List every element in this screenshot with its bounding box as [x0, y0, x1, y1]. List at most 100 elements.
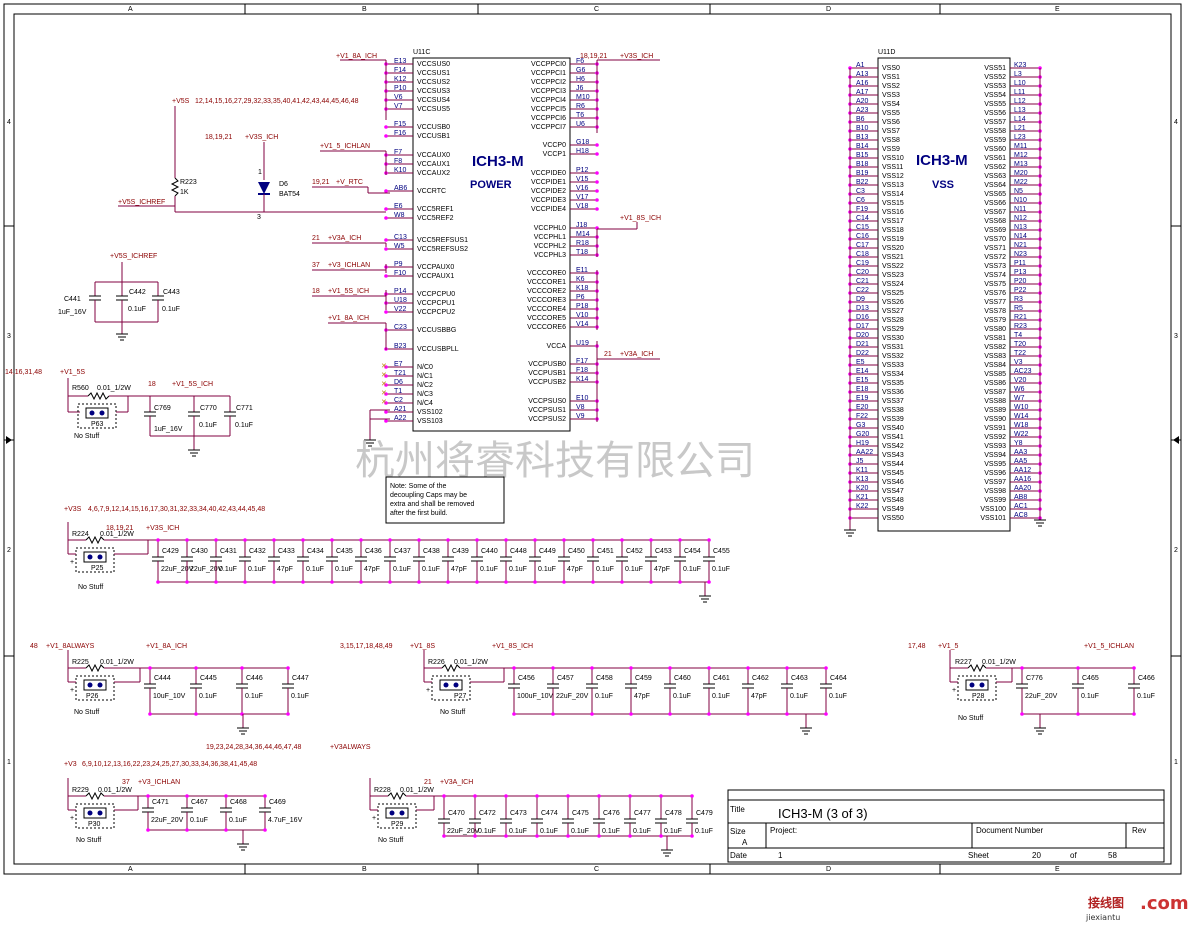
junction-dot [629, 712, 633, 716]
pin-number: E7 [394, 361, 403, 368]
pin-number: M13 [1014, 161, 1028, 168]
pin-name: VSS15 [882, 200, 904, 207]
zone-col-top: D [826, 6, 831, 13]
cap-value: 22uF_20V [161, 566, 194, 573]
pin-number: P13 [1014, 269, 1027, 276]
junction-dot [214, 580, 218, 584]
jumper-outline [75, 547, 115, 573]
r224-ref: R224 [72, 531, 89, 538]
cap-ref: C446 [246, 675, 263, 682]
cap-ref: C429 [162, 548, 179, 555]
zone-col-bottom: C [594, 866, 599, 873]
pin-name: VSS13 [882, 182, 904, 189]
net-v18a-ich2: +V1_8A_ICH [328, 315, 369, 322]
pin-name: N/C0 [417, 364, 433, 371]
pin-number: E6 [394, 203, 403, 210]
p29-nostuff: No Stuff [378, 837, 403, 844]
cap-ref: C454 [684, 548, 701, 555]
c441-ref: C441 [64, 296, 81, 303]
pin-name: VCCPCPU0 [417, 291, 455, 298]
pin-number: P20 [1014, 278, 1027, 285]
pin-name: VSS35 [882, 380, 904, 387]
pin-number: C15 [856, 224, 869, 231]
d6-value: BAT54 [279, 191, 300, 198]
pin-name: VSS50 [882, 515, 904, 522]
junction-dot [148, 712, 152, 716]
cap-ref: C434 [307, 548, 324, 555]
c771-value: 0.1uF [235, 422, 253, 429]
pin-name: VSS20 [882, 245, 904, 252]
pin-name: VSS101 [980, 515, 1006, 522]
net-v3s-top: +V3S_ICH [620, 53, 653, 60]
pin-number: V22 [394, 306, 407, 313]
cap-value: 0.1uF [695, 828, 713, 835]
of-label: of [1070, 851, 1077, 860]
junction-dot [384, 392, 388, 396]
pin-number: M22 [1014, 179, 1028, 186]
pin-name: VSS19 [882, 236, 904, 243]
junction-dot [707, 580, 711, 584]
pin-name: VSS58 [984, 128, 1006, 135]
pin-name: VSS34 [882, 371, 904, 378]
c443-ref: C443 [163, 289, 180, 296]
v3-decoupling: +V3 6,9,10,12,13,16,22,23,24,25,27,30,33… [64, 761, 257, 844]
pin-number: R5 [1014, 305, 1023, 312]
junction-dot [566, 794, 570, 798]
pin-name: VCCPPCI0 [531, 61, 566, 68]
pin-name: VSS65 [984, 191, 1006, 198]
u11c-nets: +V1_8A_ICH 18,19,21 +V3S_ICH +V5S 12,14,… [118, 53, 661, 447]
p28-nostuff: No Stuff [958, 715, 983, 722]
pin-number: E20 [856, 404, 869, 411]
pin-name: VSS82 [984, 344, 1006, 351]
cap-value: 0.1uF [335, 566, 353, 573]
junction-dot [384, 247, 388, 251]
pin-number: N13 [1014, 224, 1027, 231]
cap-value: 0.1uF [625, 566, 643, 573]
pin-name: VCCPPCI4 [531, 97, 566, 104]
pin-number: B19 [856, 170, 869, 177]
note-line-1: Note: Some of the [390, 483, 447, 490]
junction-dot [678, 580, 682, 584]
r226-ref: R226 [428, 659, 445, 666]
pin-name: VCC5REF1 [417, 206, 454, 213]
pin-number: K23 [1014, 62, 1027, 69]
pin-name: VSS42 [882, 443, 904, 450]
pin-number: E11 [576, 267, 588, 274]
junction-dot [384, 134, 388, 138]
junction-dot [330, 538, 334, 542]
junction-dot [785, 666, 789, 670]
pin-name: VSS63 [984, 173, 1006, 180]
sheet-title: ICH3-M (3 of 3) [778, 806, 868, 821]
cap-ref: C464 [830, 675, 847, 682]
net-v15-pages: 17,48 [908, 643, 926, 650]
pin-name: VSS74 [984, 272, 1006, 279]
jumper-pin [87, 682, 93, 688]
cap-ref: C432 [249, 548, 266, 555]
pin-name: VCCUSB1 [417, 133, 450, 140]
cap-value: 0.1uF [248, 566, 266, 573]
pin-name: VCCCORE6 [527, 324, 566, 331]
pin-name: VCCPHL3 [534, 252, 566, 259]
cap-value: 0.1uF [291, 693, 309, 700]
pin-number: D9 [856, 296, 865, 303]
pin-number: D6 [394, 379, 403, 386]
cap-ref: C776 [1026, 675, 1043, 682]
pin-number: V16 [576, 185, 589, 192]
pin-name: VCCUSB0 [417, 124, 450, 131]
pin-name: N/C2 [417, 382, 433, 389]
sheet-number: 20 [1032, 851, 1041, 860]
pin-name: VSS54 [984, 92, 1006, 99]
net-v15-ichlan2: +V1_5_ICHLAN [1084, 643, 1134, 650]
pin-number: F10 [394, 270, 406, 277]
junction-dot [597, 794, 601, 798]
junction-dot [533, 538, 537, 542]
net-v3s-d6-pages: 18,19,21 [205, 134, 232, 141]
junction-dot [185, 538, 189, 542]
net-vrtc-pages: 19,21 [312, 179, 330, 186]
p25-ref: P25 [91, 565, 104, 572]
svg-text:✕: ✕ [381, 399, 387, 406]
cap-value: 47pF [277, 566, 293, 573]
